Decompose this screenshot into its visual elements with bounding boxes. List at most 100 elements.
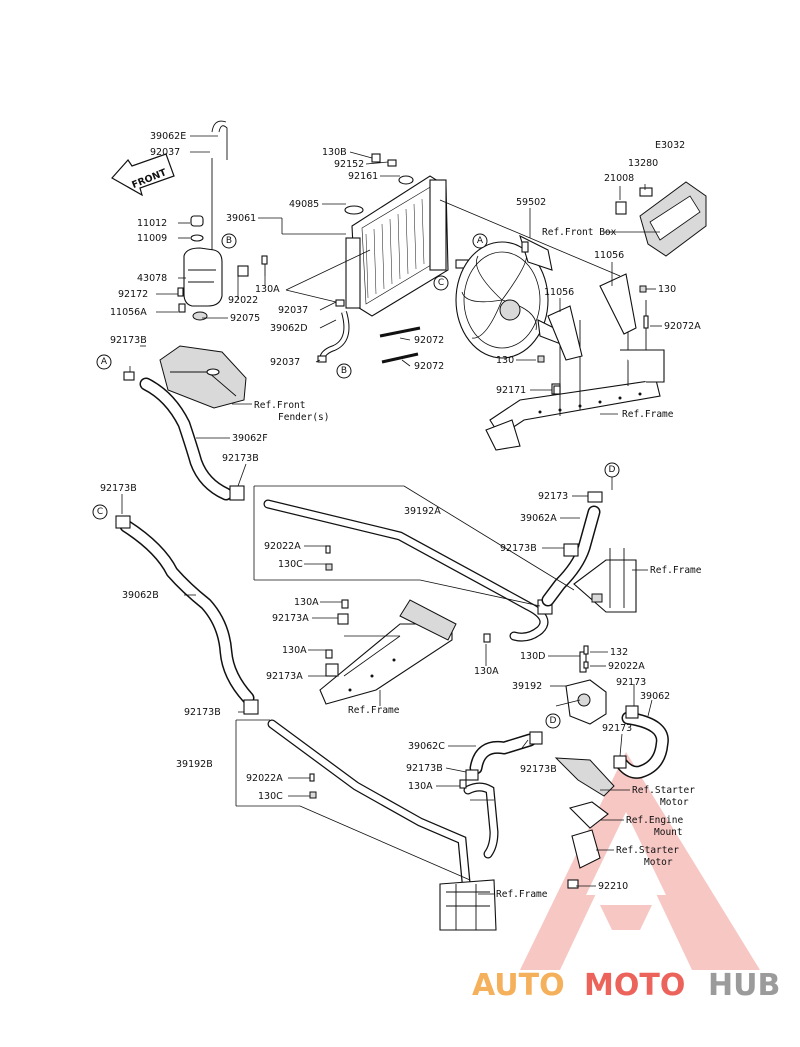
part-130-fan: 130 xyxy=(496,355,514,366)
ref-frame-upper: Ref.Frame xyxy=(622,409,674,420)
connector-a-radiator: A xyxy=(472,233,488,249)
automotohub-watermark-text: AUTO MOTO HUB xyxy=(472,968,780,1003)
ref-starter-motor-1-line1: Ref.Starter xyxy=(632,785,695,796)
part-92173a-a: 92173A xyxy=(272,613,309,624)
part-92161: 92161 xyxy=(348,171,378,182)
part-92022a-a: 92022A xyxy=(264,541,301,552)
watermark-auto: AUTO xyxy=(472,968,565,1003)
ref-starter-motor-1-line2: Motor xyxy=(660,797,689,808)
part-59502: 59502 xyxy=(516,197,546,208)
part-130c-b: 130C xyxy=(258,791,283,802)
part-130a-a: 130A xyxy=(294,597,319,608)
svg-text:C: C xyxy=(438,278,444,288)
part-92072-b: 92072 xyxy=(414,361,444,372)
part-92152: 92152 xyxy=(334,159,364,170)
hose-39062a xyxy=(541,491,603,607)
ref-frame-right: Ref.Frame xyxy=(650,565,702,576)
svg-text:A: A xyxy=(477,236,484,246)
part-92173-f: 92173 xyxy=(602,723,632,734)
part-92037-top: 92037 xyxy=(150,147,180,158)
ref-frame-lower: Ref.Frame xyxy=(496,889,548,900)
part-92173b-b: 92173B xyxy=(222,453,259,464)
part-92037-low: 92037 xyxy=(270,357,300,368)
part-92173b-f: 92173B xyxy=(406,763,443,774)
svg-text:A: A xyxy=(101,357,108,367)
hose-39062f xyxy=(139,377,245,501)
part-11012: 11012 xyxy=(137,218,167,229)
ref-front-fender-line1: Ref.Front xyxy=(254,400,305,411)
ref-frame-middle: Ref.Frame xyxy=(348,705,400,716)
part-92075: 92075 xyxy=(230,313,260,324)
connector-c-left: C xyxy=(92,504,108,520)
watermark-hub: HUB xyxy=(708,968,780,1003)
part-43078: 43078 xyxy=(137,273,167,284)
reference-labels: Ref.Front Fender(s) Ref.Front Box Ref.Fr… xyxy=(254,227,702,900)
frame-lower xyxy=(439,879,497,931)
part-11009: 11009 xyxy=(137,233,167,244)
part-92173b-e: 92173B xyxy=(184,707,221,718)
part-92171: 92171 xyxy=(496,385,526,396)
hose-39062b xyxy=(115,515,259,715)
part-11056-b: 11056 xyxy=(544,287,574,298)
part-130b: 130B xyxy=(322,147,347,158)
part-130a-tank: 130A xyxy=(255,284,280,295)
part-130d: 130D xyxy=(520,651,545,662)
part-92173b-a: 92173B xyxy=(110,335,147,346)
part-92072-a: 92072 xyxy=(414,335,444,346)
frame-bracket-middle xyxy=(319,599,457,705)
connector-markers: A A B B C C D D xyxy=(92,233,620,729)
part-130a-c: 130A xyxy=(474,666,499,677)
reservoir-tank-assembly xyxy=(123,120,268,409)
svg-text:D: D xyxy=(609,465,616,475)
part-39062f: 39062F xyxy=(232,433,268,444)
hose-39062c xyxy=(465,731,543,781)
hose-39062 xyxy=(613,705,669,779)
ref-starter-motor-2-line1: Ref.Starter xyxy=(616,845,679,856)
ref-engine-mount-line2: Mount xyxy=(654,827,683,838)
part-39062a: 39062A xyxy=(520,513,557,524)
watermark-moto: MOTO xyxy=(584,968,685,1003)
part-39062e: 39062E xyxy=(150,131,186,142)
part-130-right: 130 xyxy=(658,284,676,295)
part-11056a: 11056A xyxy=(110,307,147,318)
part-39062d: 39062D xyxy=(270,323,308,334)
ref-front-fender-line2: Fender(s) xyxy=(278,412,329,423)
diagram-code: E3032 xyxy=(655,140,685,151)
starter-motor-bracket xyxy=(554,757,615,889)
part-92037-mid: 92037 xyxy=(278,305,308,316)
connector-d-right: D xyxy=(604,462,620,478)
automotohub-watermark-logo xyxy=(520,752,760,970)
connector-b-hose: B xyxy=(336,363,352,379)
part-39192: 39192 xyxy=(512,681,542,692)
part-39062b: 39062B xyxy=(122,590,159,601)
part-39192a: 39192A xyxy=(404,506,441,517)
part-130c-a: 130C xyxy=(278,559,303,570)
part-92173a-b: 92173A xyxy=(266,671,303,682)
svg-text:B: B xyxy=(226,236,232,246)
leader-lines xyxy=(121,135,662,895)
svg-text:D: D xyxy=(550,716,557,726)
part-92022-tank: 92022 xyxy=(228,295,258,306)
part-92210: 92210 xyxy=(598,881,628,892)
part-92173b-d: 92173B xyxy=(500,543,537,554)
radiator-fan-assembly xyxy=(455,234,567,359)
part-92173b-c: 92173B xyxy=(100,483,137,494)
svg-text:C: C xyxy=(97,507,103,517)
part-39061: 39061 xyxy=(226,213,256,224)
part-number-labels: E3032 39062E 92037 11012 11009 43078 921… xyxy=(100,131,701,892)
ref-front-box: Ref.Front Box xyxy=(542,227,617,238)
connector-a-left: A xyxy=(96,354,112,370)
connector-b-tank: B xyxy=(221,233,237,249)
part-13280: 13280 xyxy=(628,158,658,169)
part-130a-b: 130A xyxy=(282,645,307,656)
part-92172: 92172 xyxy=(118,289,148,300)
part-132: 132 xyxy=(610,647,628,658)
connector-d-lower: D xyxy=(545,713,561,729)
frame-bracket-right xyxy=(573,548,637,613)
part-39192b: 39192B xyxy=(176,759,213,770)
part-92022a-c: 92022A xyxy=(246,773,283,784)
part-92072a: 92072A xyxy=(664,321,701,332)
front-direction-arrow: FRONT xyxy=(111,153,175,197)
front-frame-upper xyxy=(485,273,665,451)
svg-text:B: B xyxy=(341,366,347,376)
